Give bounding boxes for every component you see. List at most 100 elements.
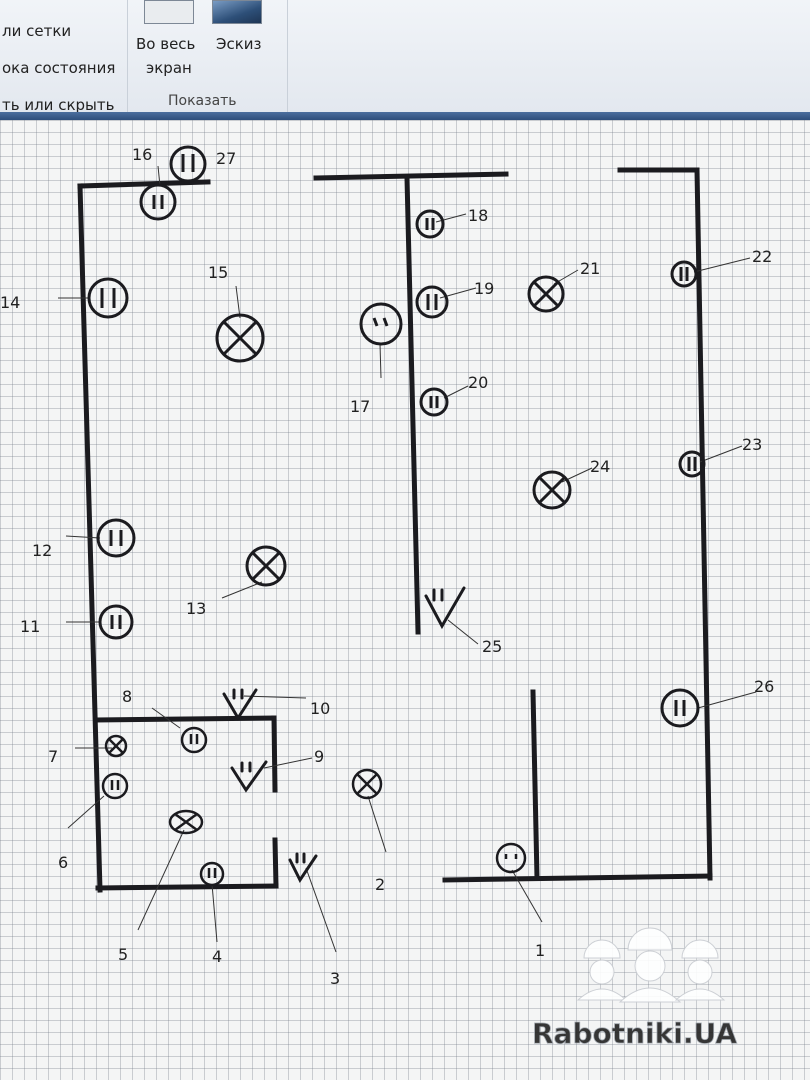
- switches: [222, 586, 466, 883]
- leader-line: [137, 829, 185, 931]
- leader-line: [305, 867, 337, 953]
- label-7: 7: [48, 747, 58, 766]
- wall-right: [694, 167, 713, 881]
- ribbon-toolbar: ли сетки ока состояния ть или скрыть Во …: [0, 0, 810, 114]
- label-12: 12: [32, 541, 52, 560]
- status-bar-checkbox-label[interactable]: ока состояния: [2, 59, 116, 77]
- label-23: 23: [742, 435, 762, 454]
- wall-bottom-left: [95, 883, 279, 891]
- socket-icon: [98, 604, 134, 640]
- switch-icon: [230, 760, 268, 793]
- socket-icon: [660, 688, 700, 728]
- sketch-button[interactable]: Эскиз: [210, 0, 270, 60]
- lamp-icon: [351, 768, 383, 800]
- label-11: 11: [20, 617, 40, 636]
- watermark: Rabotniki.UA: [532, 927, 738, 1050]
- socket-icon: [678, 450, 706, 478]
- leader-line: [367, 795, 387, 853]
- sketch-icon: [212, 0, 262, 24]
- watermark-text: Rabotniki.UA: [532, 1017, 737, 1050]
- lamps: [104, 275, 572, 835]
- leader-lines: [58, 165, 757, 953]
- leader-line: [435, 213, 467, 223]
- fullscreen-label-line1: Во весь: [136, 35, 196, 53]
- socket-icon: [495, 842, 527, 874]
- fullscreen-label-line2: экран: [146, 59, 192, 77]
- label-6: 6: [58, 853, 68, 872]
- show-hide-group-label: ть или скрыть: [2, 96, 115, 114]
- switch-icon: [222, 688, 258, 721]
- label-9: 9: [314, 747, 324, 766]
- label-3: 3: [330, 969, 340, 988]
- leader-line: [243, 695, 307, 699]
- label-8: 8: [122, 687, 132, 706]
- label-26: 26: [754, 677, 774, 696]
- label-27: 27: [216, 149, 236, 168]
- lamp-icon: [215, 313, 265, 363]
- label-24: 24: [590, 457, 610, 476]
- sketch-label: Эскиз: [216, 35, 262, 53]
- wall-small-room-right-upper: [271, 715, 278, 793]
- leader-line: [511, 869, 543, 923]
- leader-line: [221, 581, 263, 599]
- leader-line: [697, 691, 757, 709]
- label-18: 18: [468, 206, 488, 225]
- leader-line: [379, 343, 382, 379]
- ribbon-separator: [127, 0, 128, 112]
- show-group-label: Показать: [168, 93, 237, 109]
- ribbon-separator: [287, 0, 288, 112]
- leader-line: [693, 257, 751, 273]
- fullscreen-icon: [144, 0, 194, 24]
- label-2: 2: [375, 875, 385, 894]
- lamp-icon: [104, 734, 128, 758]
- label-5: 5: [118, 945, 128, 964]
- socket-icon: [415, 285, 449, 319]
- label-19: 19: [474, 279, 494, 298]
- workers-logo-icon: [576, 927, 726, 1003]
- walls: [77, 167, 713, 893]
- fullscreen-button[interactable]: Во весь экран: [132, 0, 206, 84]
- number-labels: 1 2 3 4 5 6 7 8 9 10 11 12 13 14 15 16 1…: [0, 145, 774, 988]
- leader-line: [443, 385, 469, 399]
- label-10: 10: [310, 699, 330, 718]
- wall-top-middle: [313, 171, 509, 181]
- window-frame-edge: [0, 112, 810, 120]
- leader-line: [65, 535, 101, 539]
- socket-icon: [359, 302, 403, 346]
- leader-line: [151, 707, 181, 729]
- socket-icon: [670, 260, 698, 288]
- socket-icon: [180, 726, 208, 754]
- socket-icon: [87, 277, 129, 319]
- label-4: 4: [212, 947, 222, 966]
- label-14: 14: [0, 293, 20, 312]
- gridlines-checkbox-label[interactable]: ли сетки: [2, 22, 72, 40]
- wall-small-room-top: [93, 715, 277, 723]
- label-20: 20: [468, 373, 488, 392]
- lamp-icon: [532, 470, 572, 510]
- label-15: 15: [208, 263, 228, 282]
- leader-line: [211, 883, 218, 943]
- label-25: 25: [482, 637, 502, 656]
- leader-line: [699, 445, 743, 463]
- lamp-icon: [168, 809, 204, 835]
- switch-icon: [424, 586, 466, 630]
- leader-line: [157, 165, 161, 187]
- label-16: 16: [132, 145, 152, 164]
- socket-icon: [96, 518, 136, 558]
- leader-line: [447, 619, 479, 645]
- socket-icon: [419, 387, 449, 417]
- socket-icon: [101, 772, 129, 800]
- leader-line: [235, 285, 241, 319]
- switch-icon: [288, 852, 318, 883]
- label-1: 1: [535, 941, 545, 960]
- label-22: 22: [752, 247, 772, 266]
- socket-icon: [169, 145, 207, 183]
- socket-icon: [199, 861, 225, 887]
- wall-small-room-right-lower: [272, 837, 279, 889]
- label-13: 13: [186, 599, 206, 618]
- wall-partition-bottom: [530, 689, 540, 881]
- socket-icon: [415, 209, 445, 239]
- wall-left: [77, 183, 103, 893]
- wall-partition-vertical: [404, 175, 421, 635]
